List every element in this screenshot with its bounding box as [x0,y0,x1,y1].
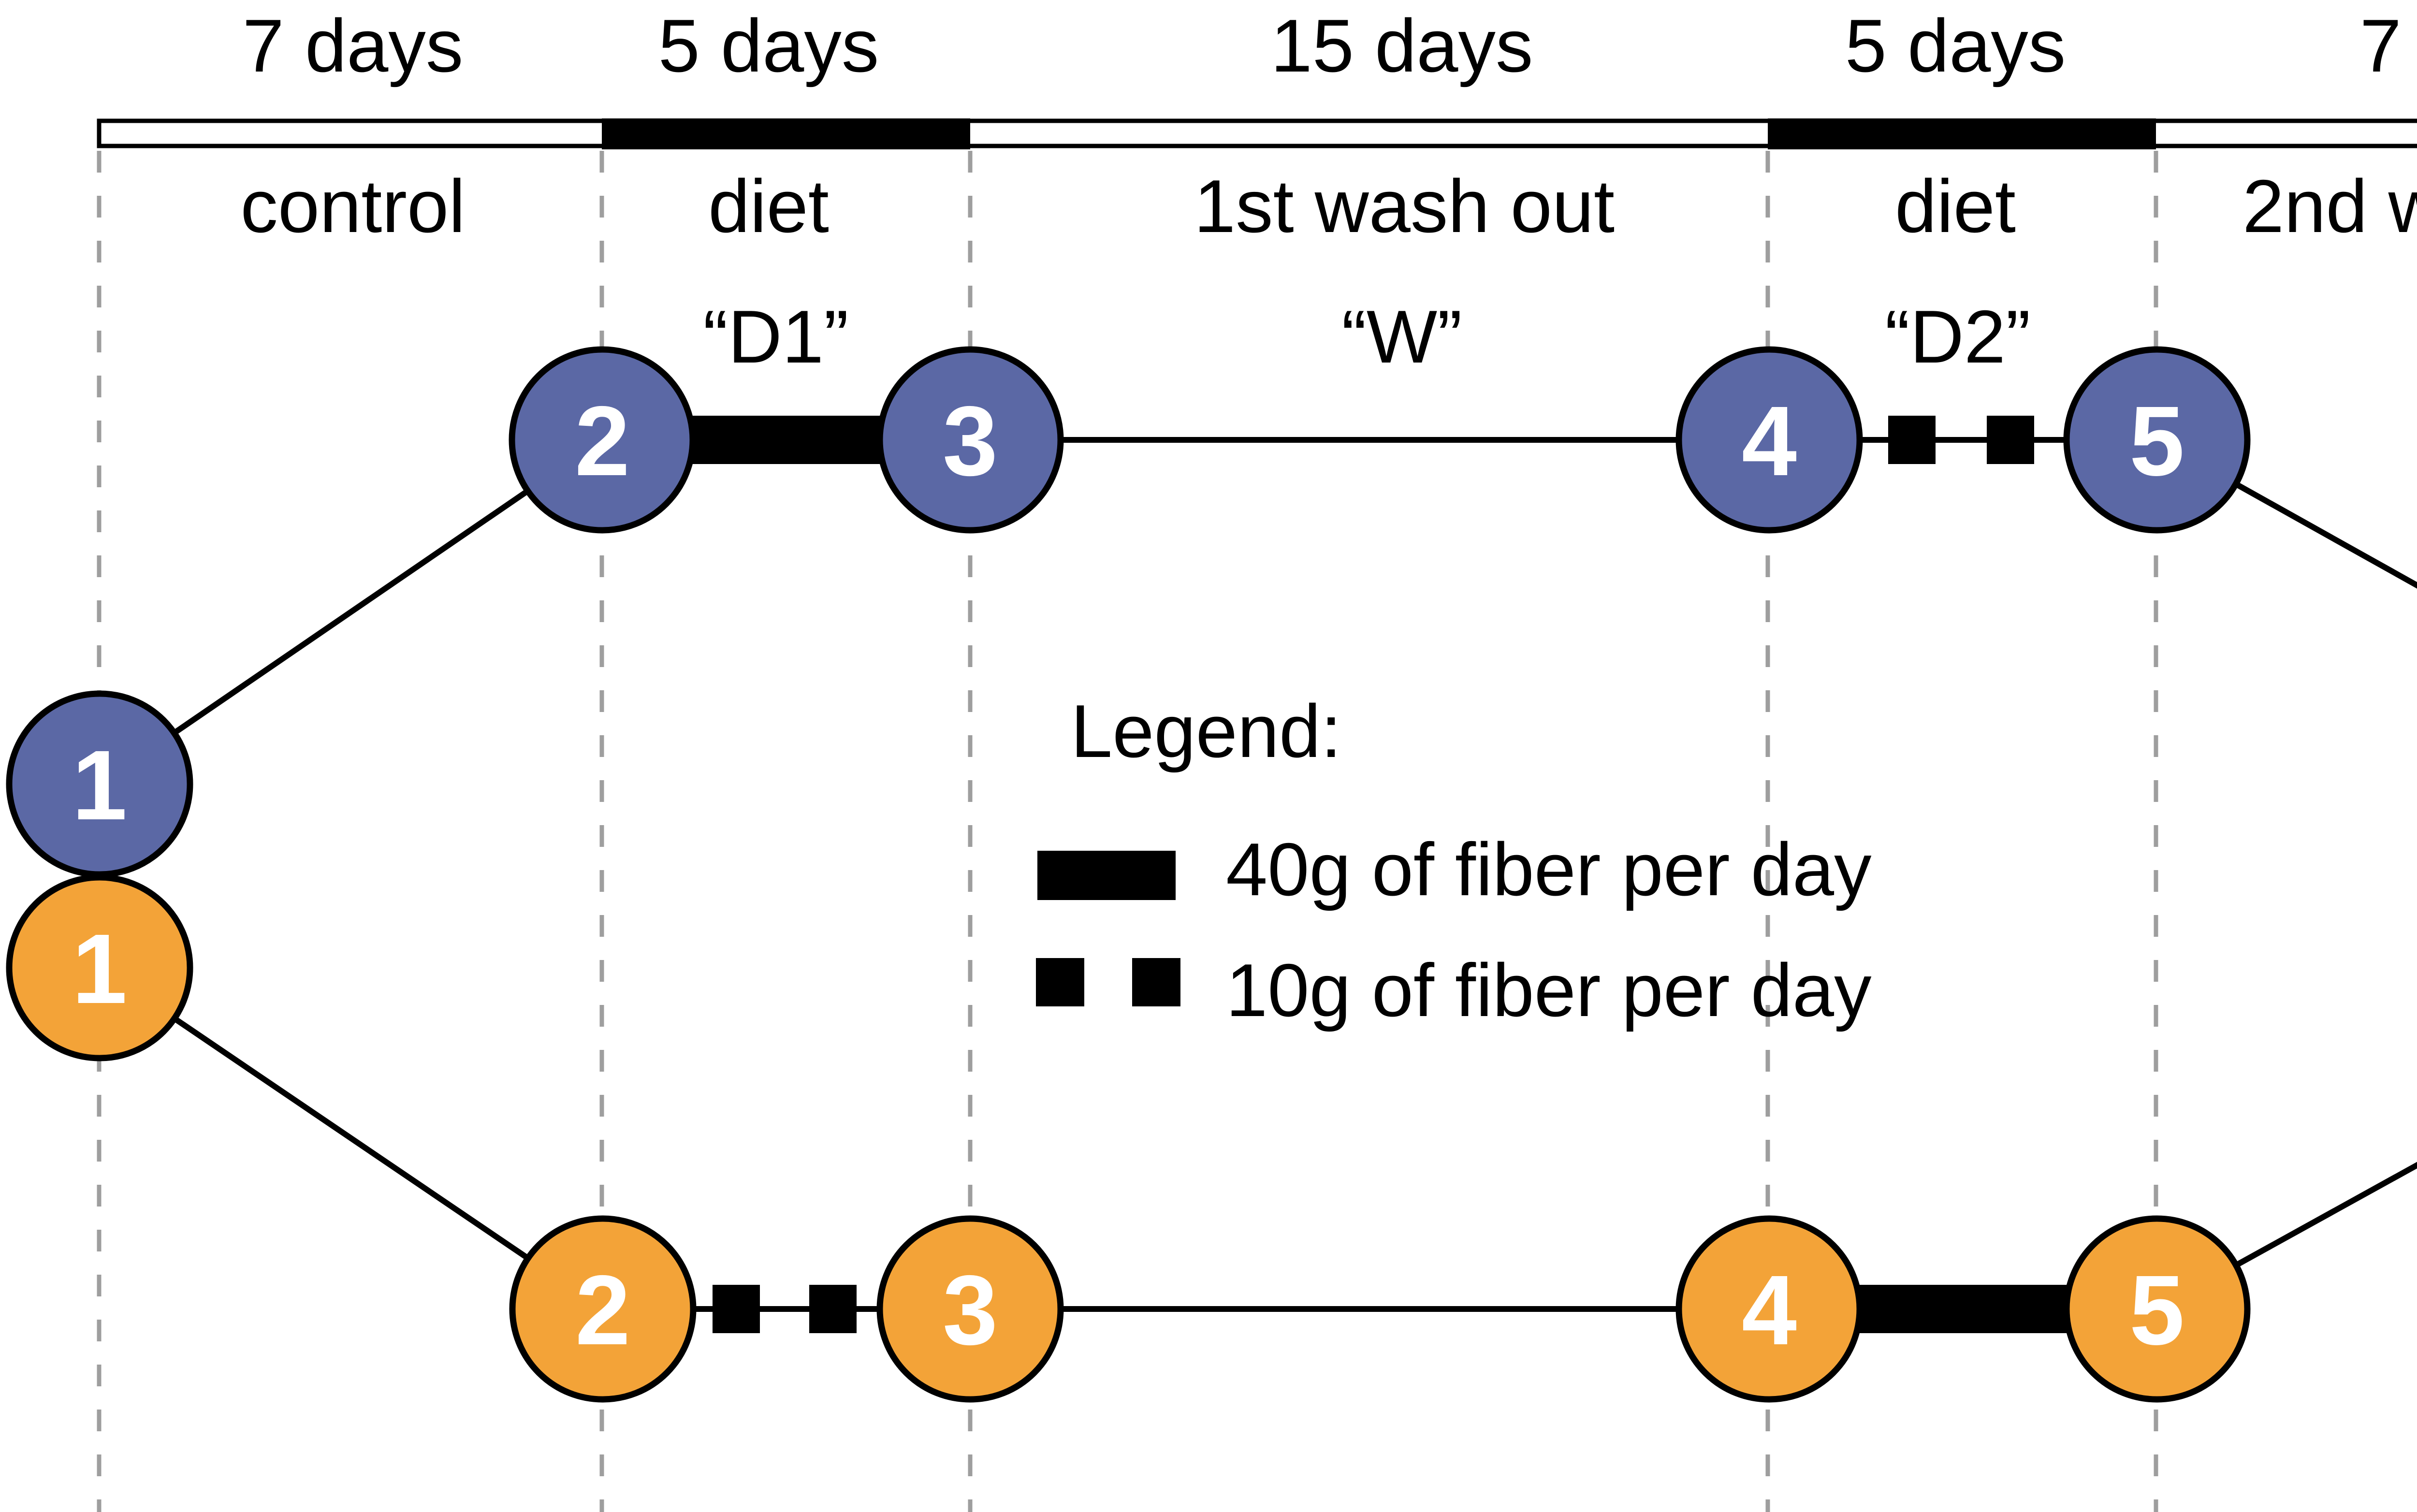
blue-node-4 [1675,346,1863,534]
visit-number: 3 [943,1255,998,1366]
blue-node-2 [509,346,696,534]
legend-title: Legend: [1071,689,1341,773]
legend-40g-swatch [1037,851,1176,900]
orange-arm-10g-marker-1 [713,1285,760,1333]
period-code-label: “D2” [1885,295,2030,378]
orange-arm-10g-marker-2 [809,1285,857,1333]
duration-labels: 7 days 5 days 15 days 5 days 7 days [243,4,2417,87]
legend-10g-swatch-1 [1036,958,1084,1006]
blue-arm-10g-marker-2 [1987,416,2034,464]
legend-10g-swatch-2 [1132,958,1180,1006]
duration-label: 7 days [2360,4,2417,87]
blue-arm-nodes: 1 2 3 4 5 6 [6,346,2251,878]
visit-number: 5 [2129,386,2184,496]
orange-arm-connector-5-6 [2155,1162,2417,1312]
visit-number: 4 [1742,386,1797,496]
orange-arm-nodes: 1 2 3 4 5 6 [6,874,2251,1403]
period-code-labels: “D1” “W” “D2” [703,295,2030,378]
blue-node-5 [2063,346,2251,534]
orange-node-2 [509,1215,697,1403]
phase-label: diet [708,164,829,248]
period-code-label: “W” [1341,295,1462,378]
visit-number: 2 [575,386,630,496]
period-code-label: “D1” [703,295,848,378]
orange-arm-40g-bar [1842,1285,2083,1333]
visit-number: 3 [943,386,998,496]
visit-number: 1 [72,914,127,1024]
orange-node-4 [1675,1215,1863,1403]
phase-labels: control diet 1st wash out diet 2nd wash … [240,164,2417,248]
blue-arm-40g-bar [677,416,894,464]
blue-arm-connector-5-6 [2155,437,2417,589]
visit-number: 1 [72,730,127,841]
timeline-diet1-segment [602,118,970,149]
timeline-diet2-segment [1768,118,2156,149]
legend-item-label: 10g of fiber per day [1226,948,1872,1032]
visit-number: 4 [1742,1255,1797,1366]
duration-label: 5 days [658,4,879,87]
orange-node-1 [6,874,193,1061]
phase-label: 1st wash out [1194,164,1615,248]
fiber-intake-markers [677,416,2083,1333]
visit-number: 2 [575,1255,630,1366]
phase-label: 2nd wash out [2242,164,2417,248]
duration-label: 7 days [243,4,464,87]
blue-arm-connector-1-2 [98,437,604,786]
timeline-bar [97,118,2417,149]
legend-item-label: 40g of fiber per day [1226,828,1872,911]
visit-number: 5 [2129,1255,2184,1366]
phase-label: control [240,164,465,248]
blue-node-3 [876,346,1064,534]
legend: Legend: 40g of fiber per day 10g of fibe… [1036,689,1872,1032]
duration-label: 15 days [1271,4,1533,87]
blue-arm-10g-marker-1 [1888,416,1936,464]
orange-node-5 [2063,1215,2251,1403]
phase-label: diet [1895,164,2016,248]
orange-arm-connector-1-2 [98,965,605,1311]
orange-node-3 [876,1215,1064,1403]
duration-label: 5 days [1845,4,2066,87]
